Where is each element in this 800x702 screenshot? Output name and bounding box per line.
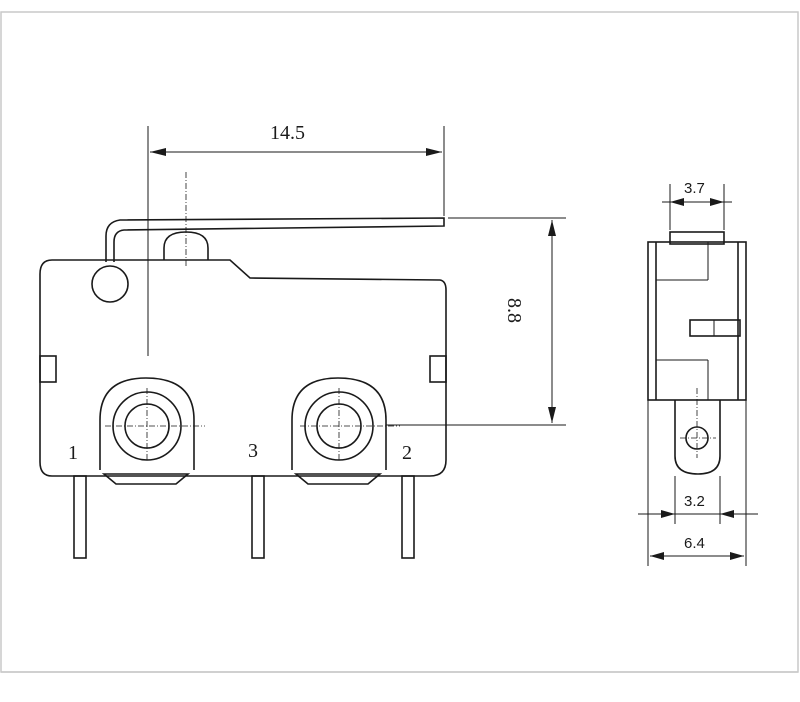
- dim-height-label: 8.8: [503, 298, 525, 323]
- pin-label-2: 2: [402, 442, 412, 464]
- dim-actuator-arrow-left: [670, 198, 684, 206]
- pivot-hole: [91, 265, 129, 303]
- frame-border: [0, 11, 799, 673]
- side-view: 3.7 3.2 6.4: [638, 180, 758, 566]
- pin-1: [73, 475, 87, 559]
- dim-height-arrow-top: [548, 220, 556, 236]
- dim-terminal-arrow-left: [661, 510, 675, 518]
- right-notch: [429, 355, 447, 383]
- dim-terminal-arrow-right: [720, 510, 734, 518]
- side-latch: [689, 319, 741, 337]
- dim-terminal-label: 3.2: [684, 493, 705, 510]
- terminal-base-right: [293, 473, 383, 485]
- pin-label-3: 3: [248, 440, 258, 462]
- pin-label-1: 1: [68, 442, 78, 464]
- pin-3: [251, 475, 265, 559]
- front-view: 1 3 2 14.5 8.8: [39, 122, 566, 559]
- side-terminal: [674, 400, 721, 475]
- dim-width-arrow-right: [426, 148, 442, 156]
- dim-actuator-label: 3.7: [684, 180, 705, 197]
- side-actuator: [669, 231, 725, 245]
- mounting-boss-left: [99, 377, 195, 470]
- dim-body-arrow-right: [730, 552, 744, 560]
- housing-outline: [39, 259, 447, 477]
- dim-width-label: 14.5: [270, 122, 305, 144]
- dim-body-label: 6.4: [684, 535, 705, 552]
- terminal-base-left: [101, 473, 191, 485]
- side-body: [647, 241, 747, 401]
- dim-width-arrow-left: [150, 148, 166, 156]
- lever-arm: [105, 217, 445, 262]
- pin-2: [401, 475, 415, 559]
- dim-body-arrow-left: [650, 552, 664, 560]
- dim-actuator-arrow-right: [710, 198, 724, 206]
- mounting-boss-right: [291, 377, 387, 470]
- left-notch: [39, 355, 57, 383]
- dim-height-arrow-bottom: [548, 407, 556, 423]
